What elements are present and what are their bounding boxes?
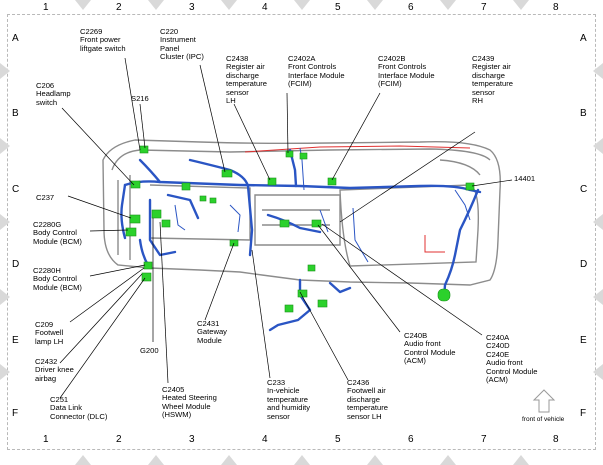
label-c2269: C2269 Front power liftgate switch [80,27,126,53]
marker-bottom-2 [221,455,237,465]
wiring-harness [120,148,482,332]
label-c220: C220 Instrument Panel Cluster (IPC) [160,27,204,62]
marker-bottom-5 [440,455,456,465]
marker-right-3 [593,289,603,305]
grid-row-right-E: E [580,335,587,346]
grid-column-top-2: 2 [116,2,122,13]
label-c2280h: C2280H Body Control Module (BCM) [33,266,82,292]
marker-right-1 [593,138,603,154]
grid-column-top-7: 7 [481,2,487,13]
marker-left-4 [0,364,10,380]
label-14401: 14401 [514,174,536,183]
grid-row-left-C: C [12,184,20,195]
grid-row-right-C: C [580,184,588,195]
label-c209: C209 Footwell lamp LH [35,320,64,346]
front-arrow-icon [532,389,556,413]
marker-bottom-1 [148,455,164,465]
grid-column-bottom-2: 2 [116,434,122,445]
label-c2439: C2439 Register air discharge temperature… [472,54,513,106]
label-c2432: C2432 Driver knee airbag [35,357,74,383]
marker-bottom-3 [294,455,310,465]
marker-right-0 [593,63,603,79]
grid-row-left-F: F [12,408,19,419]
grid-row-left-E: E [12,335,19,346]
thin-wires [174,147,471,263]
label-c251: C251 Data Link Connector (DLC) [50,395,108,421]
marker-right-4 [593,364,603,380]
grid-column-bottom-5: 5 [335,434,341,445]
marker-top-4 [367,0,383,10]
label-c240b: C240B Audio front Control Module (ACM) [404,331,456,366]
marker-top-0 [75,0,91,10]
grid-row-right-D: D [580,259,588,270]
marker-top-6 [513,0,529,10]
grid-column-top-5: 5 [335,2,341,13]
label-c2280g: C2280G Body Control Module (BCM) [33,220,82,246]
label-c233: C233 In-vehicle temperature and humidity… [267,378,311,421]
grid-row-right-B: B [580,108,587,119]
connectors [125,145,475,313]
marker-left-0 [0,63,10,79]
leader-lines [59,57,513,399]
grid-column-bottom-3: 3 [189,434,195,445]
label-c2402b: C2402B Front Controls Interface Module (… [378,54,435,89]
marker-right-2 [593,214,603,230]
grid-row-right-A: A [580,33,587,44]
label-front-of-vehicle: front of vehicle [522,416,565,423]
label-c2431: C2431 Gateway Module [197,319,227,345]
label-c2405: C2405 Heated Steering Wheel Module (HSWM… [162,385,217,420]
label-c2436: C2436 Footwell air discharge temperature… [347,378,388,421]
marker-bottom-0 [75,455,91,465]
grid-column-top-4: 4 [262,2,268,13]
dashboard-outline [102,139,501,286]
marker-left-2 [0,214,10,230]
grid-column-top-8: 8 [553,2,559,13]
grid-column-top-6: 6 [408,2,414,13]
grid-row-right-F: F [580,408,587,419]
marker-bottom-4 [367,455,383,465]
marker-left-3 [0,289,10,305]
grid-column-bottom-8: 8 [553,434,559,445]
label-s216: S216 [131,94,149,103]
marker-top-3 [294,0,310,10]
grid-column-bottom-4: 4 [262,434,268,445]
marker-bottom-6 [513,455,529,465]
grid-row-left-A: A [12,33,19,44]
label-c237: C237 [36,193,55,202]
marker-left-1 [0,138,10,154]
marker-top-2 [221,0,237,10]
grid-column-top-1: 1 [43,2,49,13]
red-wire [244,145,471,253]
label-c240a: C240A C240D C240E Audio front Control Mo… [486,333,538,385]
label-c2402a: C2402A Front Controls Interface Module (… [288,54,345,89]
grid-column-bottom-7: 7 [481,434,487,445]
label-g200: G200 [140,346,159,355]
marker-top-1 [148,0,164,10]
label-c2438: C2438 Register air discharge temperature… [226,54,267,106]
grid-column-bottom-1: 1 [43,434,49,445]
label-c206: C206 Headlamp switch [36,81,71,107]
marker-top-5 [440,0,456,10]
grid-row-left-B: B [12,108,19,119]
grid-column-top-3: 3 [189,2,195,13]
grid-column-bottom-6: 6 [408,434,414,445]
grid-row-left-D: D [12,259,20,270]
